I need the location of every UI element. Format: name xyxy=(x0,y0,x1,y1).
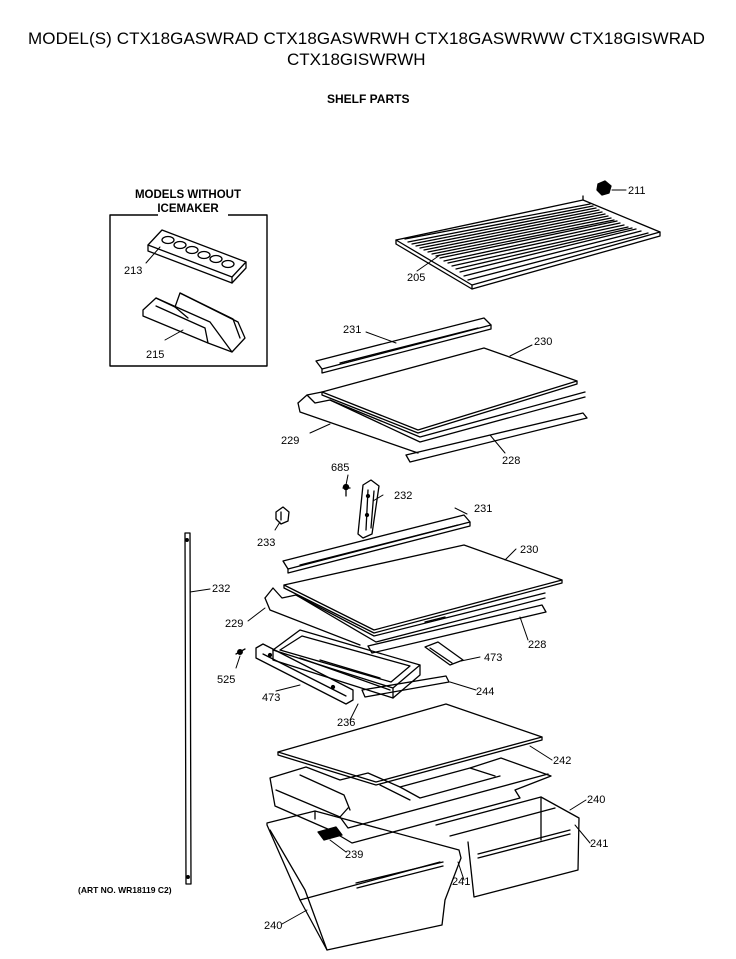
part-231-middle-trim xyxy=(282,514,471,574)
part-232-center-bracket xyxy=(357,479,380,539)
callout-473-right: 473 xyxy=(484,652,502,664)
callout-525: 525 xyxy=(217,674,235,686)
part-685-screw xyxy=(342,483,351,497)
part-473-right-slide xyxy=(424,641,464,666)
inset-models-without-icemaker: MODELS WITHOUT ICEMAKER xyxy=(109,186,268,367)
part-229-upper-frame xyxy=(297,391,586,454)
callout-211: 211 xyxy=(628,185,646,197)
part-229-middle-frame xyxy=(264,587,546,646)
callout-numbers: 211 205 213 215 231 230 229 228 685 232 … xyxy=(124,185,646,932)
part-525-screw xyxy=(235,648,246,655)
part-236-crisper-cover-frame xyxy=(272,629,421,699)
callout-229-upper: 229 xyxy=(281,435,299,447)
callout-232-bracket: 232 xyxy=(394,490,412,502)
callout-685: 685 xyxy=(331,462,349,474)
part-473-left-slide xyxy=(255,643,354,705)
part-205-wire-shelf xyxy=(395,195,661,290)
part-231-upper-trim xyxy=(315,317,492,374)
callout-241-left: 241 xyxy=(452,876,470,888)
callout-205: 205 xyxy=(407,272,425,284)
callout-230-upper: 230 xyxy=(534,336,552,348)
part-244-slide-rail xyxy=(361,675,450,698)
part-240-left-pan xyxy=(266,810,462,951)
callout-228-upper: 228 xyxy=(502,455,520,467)
callout-213: 213 xyxy=(124,265,142,277)
callout-233: 233 xyxy=(257,537,275,549)
part-215-storage-bin xyxy=(142,292,246,353)
inset-title-line1: MODELS WITHOUT xyxy=(135,189,241,201)
callout-242: 242 xyxy=(553,755,571,767)
callout-239: 239 xyxy=(345,849,363,861)
inset-title-line2: ICEMAKER xyxy=(157,203,219,215)
part-233-clip xyxy=(275,506,290,525)
part-211-clip xyxy=(596,180,612,196)
part-crisper-frame xyxy=(269,757,552,844)
part-213-ice-tray xyxy=(147,229,247,284)
callout-231-middle: 231 xyxy=(474,503,492,515)
callout-229-middle: 229 xyxy=(225,618,243,630)
leader-lines xyxy=(145,189,627,925)
callout-240-left: 240 xyxy=(264,920,282,932)
callout-236: 236 xyxy=(337,717,355,729)
part-230-middle-glass xyxy=(283,544,563,634)
art-number: (ART NO. WR18119 C2) xyxy=(78,885,172,895)
part-228-upper-rail xyxy=(405,412,588,463)
model-numbers-continued: CTX18GISWRWH xyxy=(287,50,426,69)
callout-473-left: 473 xyxy=(262,692,280,704)
callout-228-middle: 228 xyxy=(528,639,546,651)
callout-230-middle: 230 xyxy=(520,544,538,556)
model-numbers: MODEL(S) CTX18GASWRAD CTX18GASWRWH CTX18… xyxy=(28,29,705,48)
callout-231-upper: 231 xyxy=(343,324,361,336)
part-232-side-rail xyxy=(184,532,192,885)
diagram-subtitle: SHELF PARTS xyxy=(327,92,410,106)
part-242-crisper-glass xyxy=(277,703,543,786)
callout-241-right: 241 xyxy=(590,838,608,850)
part-240-right-pan xyxy=(435,796,580,898)
part-239-pan-slide xyxy=(317,826,343,841)
callout-215: 215 xyxy=(146,349,164,361)
part-230-upper-glass xyxy=(321,347,578,434)
callout-240-right: 240 xyxy=(587,794,605,806)
callout-232-rail: 232 xyxy=(212,583,230,595)
callout-244: 244 xyxy=(476,686,494,698)
part-228-middle-rail xyxy=(367,604,547,654)
